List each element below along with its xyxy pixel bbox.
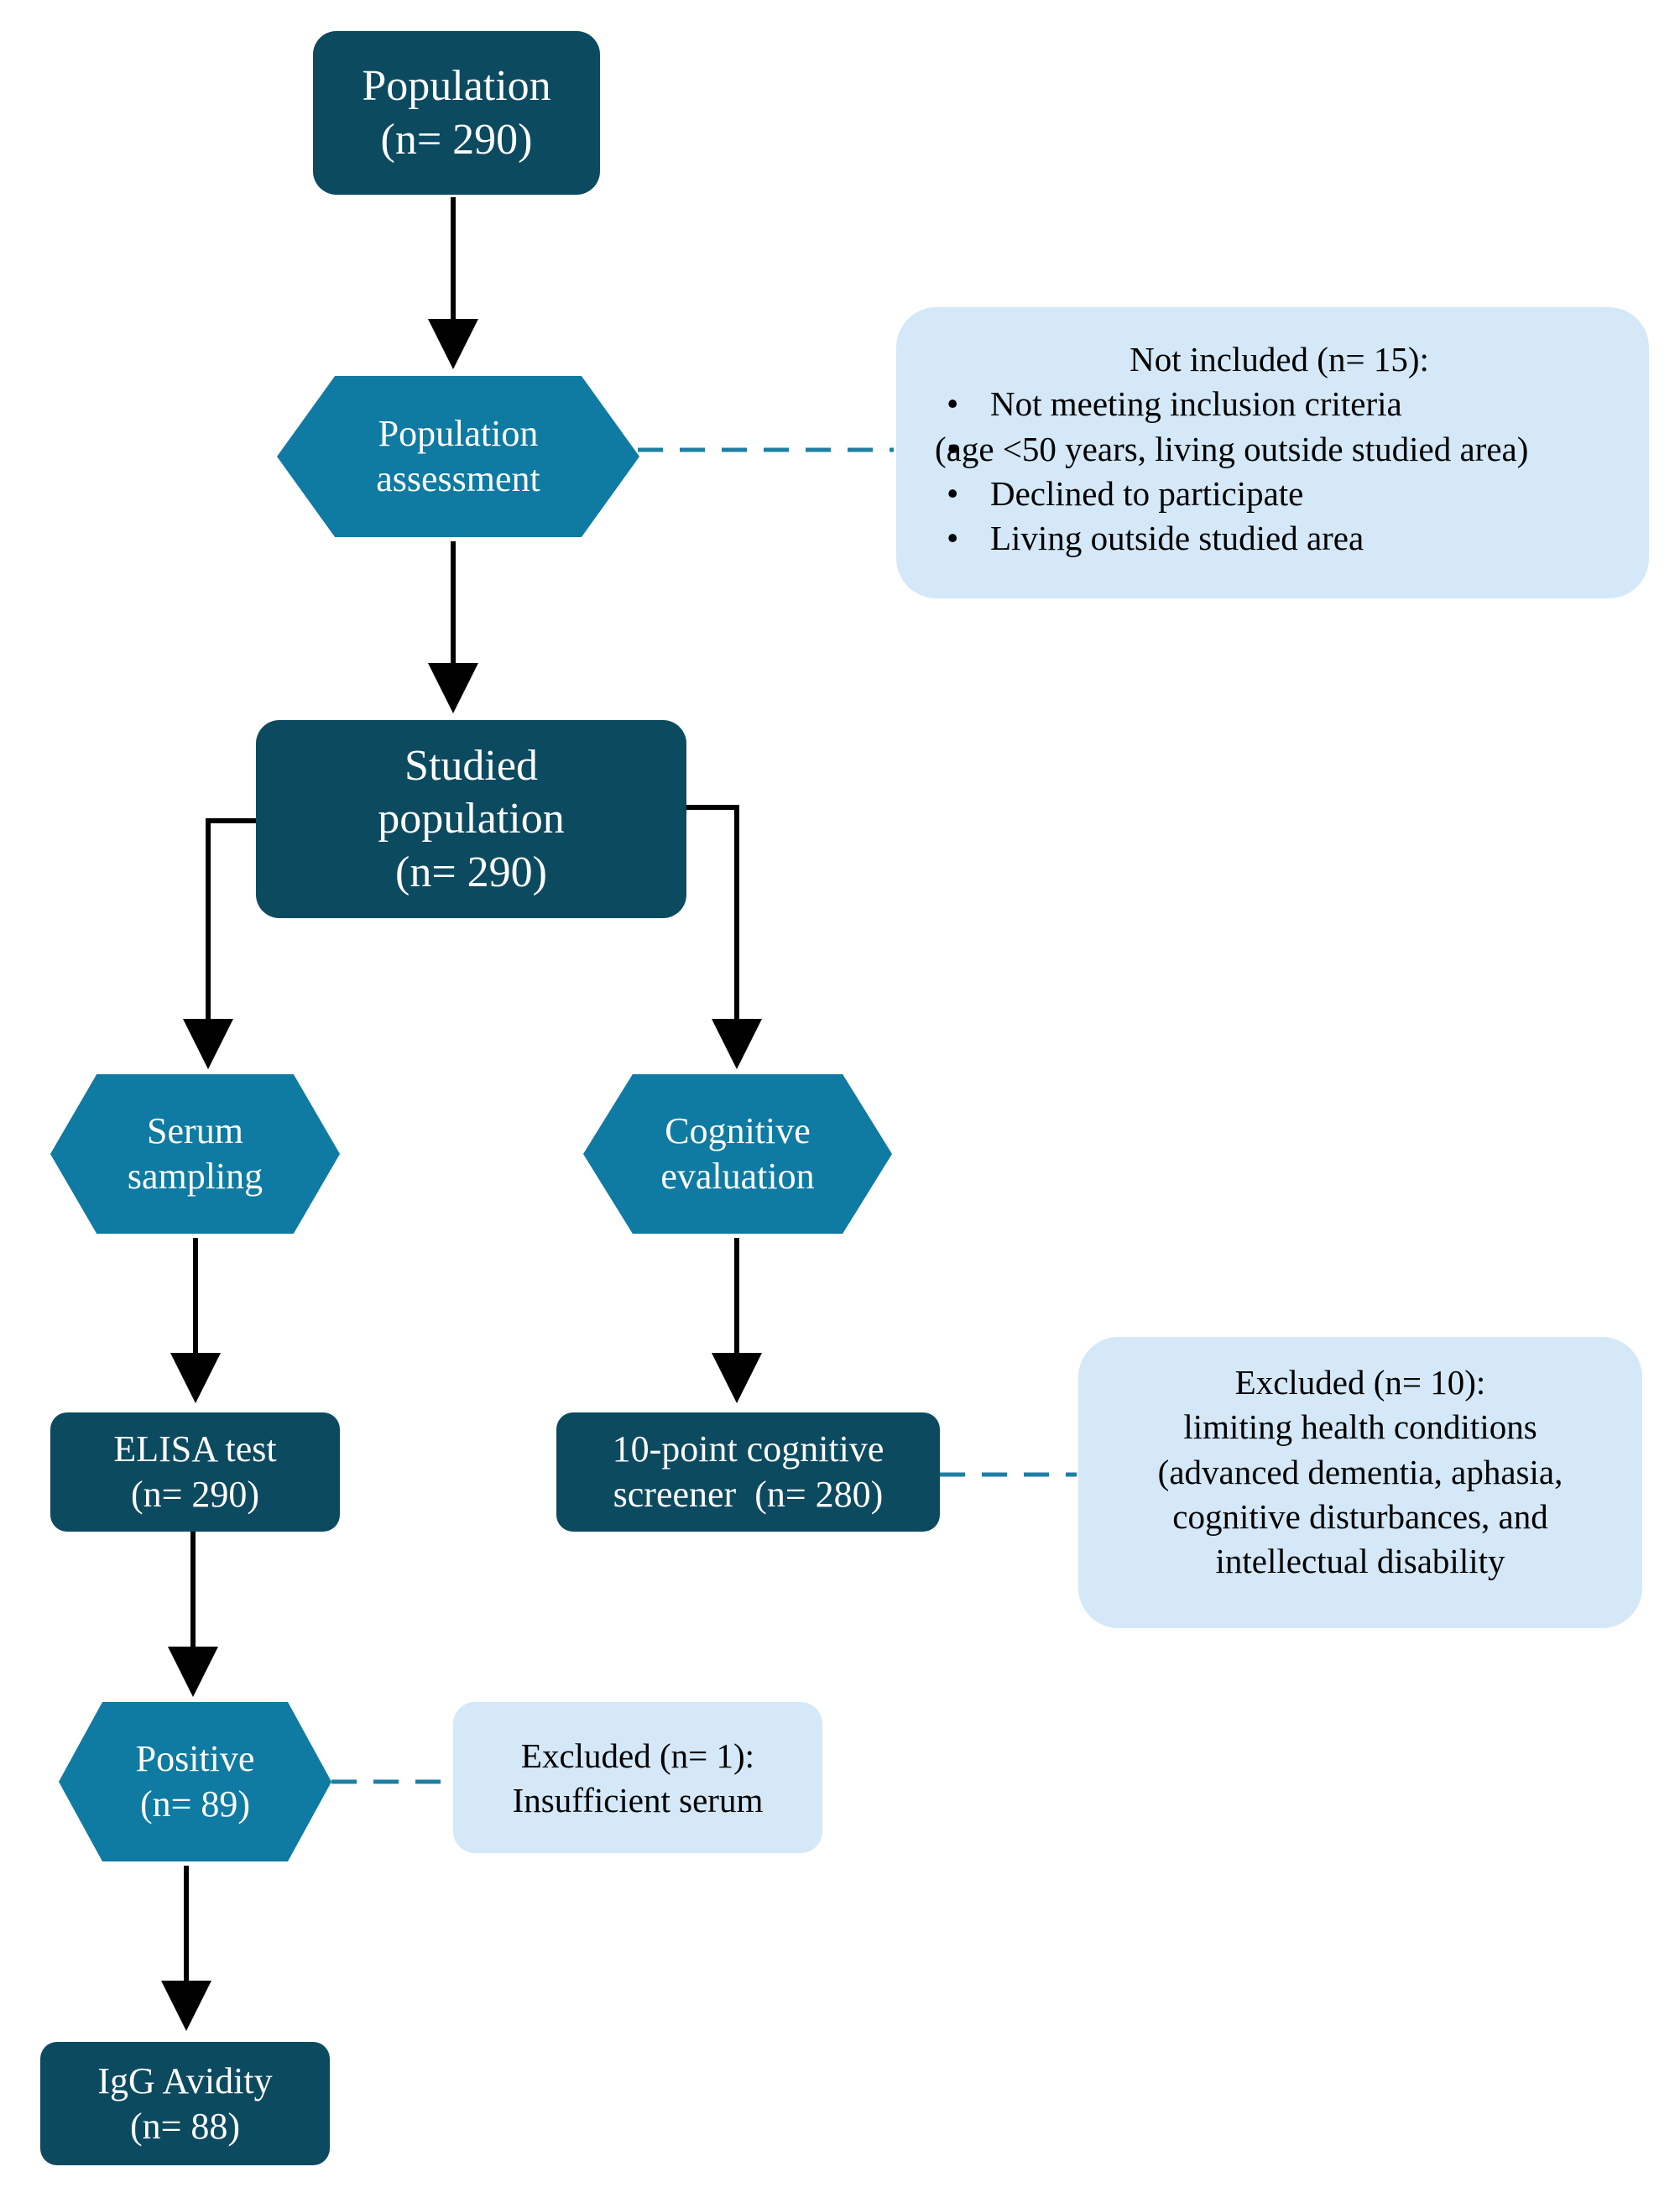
igg-avidity-count: (n= 88) <box>129 2105 241 2147</box>
not-included-list: Not meeting inclusion criteria (age <50 … <box>935 382 1624 561</box>
positive-label: Positive <box>135 1738 255 1780</box>
population-box: Population (n= 290) <box>313 31 600 195</box>
population-assessment-hexagon: Population assessment <box>277 376 639 537</box>
excluded-serum-title: Excluded (n= 1): <box>520 1736 755 1775</box>
not-included-bullet-1-detail: (age <50 years, living outside studied a… <box>935 427 1624 472</box>
serum-sampling-hexagon: Serum sampling <box>50 1074 340 1234</box>
studied-population-label-2: population <box>378 795 565 843</box>
excluded-serum-note: Excluded (n= 1): Insufficient serum <box>453 1702 822 1853</box>
igg-avidity-label: IgG Avidity <box>97 2060 273 2101</box>
population-count: (n= 290) <box>380 115 533 164</box>
not-included-bullet-3: Living outside studied area <box>935 516 1624 561</box>
excluded-cognitive-note: Excluded (n= 10): limiting health condit… <box>1078 1337 1642 1628</box>
positive-hexagon: Positive (n= 89) <box>59 1702 331 1861</box>
elisa-test-box: ELISA test (n= 290) <box>50 1412 340 1532</box>
excluded-cognitive-line-2: limiting health conditions <box>1183 1407 1537 1447</box>
serum-sampling-label-1: Serum <box>147 1110 243 1152</box>
not-included-bullet-2: Declined to participate <box>935 472 1624 517</box>
not-included-bullet-1: Not meeting inclusion criteria <box>935 382 1624 427</box>
cognitive-screener-box: 10-point cognitive screener (n= 280) <box>556 1412 940 1532</box>
studied-population-box: Studied population (n= 290) <box>256 720 686 918</box>
excluded-cognitive-line-5: intellectual disability <box>1215 1542 1505 1581</box>
arrow-studied-to-cognitive <box>686 805 762 1069</box>
cognitive-screener-label-2: screener (n= 280) <box>613 1474 884 1515</box>
positive-count: (n= 89) <box>139 1783 251 1825</box>
excluded-cognitive-title: Excluded (n= 10): <box>1234 1363 1486 1402</box>
studied-population-label-1: Studied <box>404 741 538 790</box>
population-assessment-label-1: Population <box>378 413 539 455</box>
not-included-title: Not included (n= 15): <box>1130 340 1429 379</box>
not-included-note: Not included (n= 15): Not meeting inclus… <box>896 307 1649 598</box>
elisa-test-count: (n= 290) <box>130 1474 260 1515</box>
elisa-test-label: ELISA test <box>113 1428 277 1470</box>
studied-population-count: (n= 290) <box>395 848 547 896</box>
igg-avidity-box: IgG Avidity (n= 88) <box>40 2042 330 2165</box>
cognitive-screener-label-1: 10-point cognitive <box>612 1428 884 1470</box>
cognitive-evaluation-label-1: Cognitive <box>665 1110 811 1152</box>
population-assessment-label-2: assessment <box>376 458 540 499</box>
serum-sampling-label-2: sampling <box>127 1156 263 1197</box>
excluded-cognitive-line-3: (advanced dementia, aphasia, <box>1157 1452 1563 1491</box>
cognitive-evaluation-label-2: evaluation <box>660 1156 815 1197</box>
cognitive-evaluation-hexagon: Cognitive evaluation <box>583 1074 892 1234</box>
excluded-cognitive-line-4: cognitive disturbances, and <box>1172 1496 1548 1536</box>
population-label: Population <box>362 62 551 111</box>
arrow-studied-to-serum <box>183 818 256 1069</box>
excluded-serum-reason: Insufficient serum <box>512 1781 764 1820</box>
